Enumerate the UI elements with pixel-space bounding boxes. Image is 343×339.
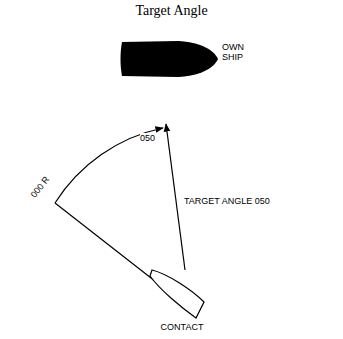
own-ship-label: OWN SHIP	[222, 42, 256, 62]
bearing-reference: 000 R	[29, 174, 52, 199]
own-ship-node: OWN SHIP	[118, 38, 258, 80]
target-angle-note: TARGET ANGLE 050	[184, 196, 270, 206]
contact-label: CONTACT	[140, 322, 224, 332]
relative-bearing-line	[55, 203, 160, 285]
own-ship-shape	[118, 38, 220, 80]
heading-arrow	[166, 124, 185, 270]
diagram-title: Target Angle	[0, 3, 343, 19]
angle-value: 050	[140, 133, 155, 143]
contact-node: CONTACT	[140, 262, 224, 336]
angle-arc	[55, 128, 163, 203]
contact-shape	[140, 262, 224, 322]
own-ship-silhouette	[121, 41, 219, 77]
contact-outline	[150, 270, 204, 318]
